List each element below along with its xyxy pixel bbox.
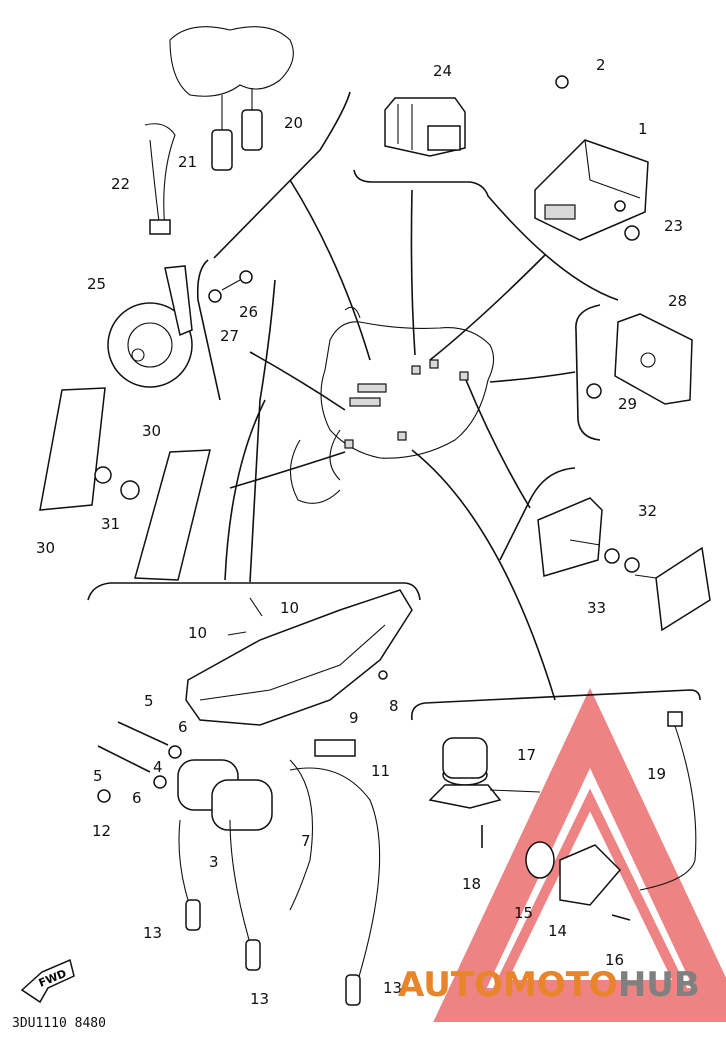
part-22-wire-lead — [144, 123, 176, 235]
callout-19: 19 — [647, 765, 666, 783]
part-33-nuts — [604, 548, 640, 573]
callout-6a: 6 — [178, 718, 188, 736]
fwd-arrow-icon: FWD — [20, 958, 75, 1004]
callout-26: 26 — [239, 303, 258, 321]
part-12-clip — [97, 789, 111, 803]
callout-2: 2 — [596, 56, 606, 74]
callout-31: 31 — [101, 515, 120, 533]
callout-17: 17 — [517, 746, 536, 764]
part-30-side-covers — [39, 387, 211, 581]
part-6-washers — [153, 745, 182, 789]
callout-14: 14 — [548, 922, 567, 940]
callout-23: 23 — [664, 217, 683, 235]
part-5-bolts — [97, 721, 169, 773]
part-19-sensor-lead — [639, 711, 697, 891]
watermark-logo — [433, 687, 726, 1022]
part-26-27-bolt-washer — [208, 270, 253, 303]
frame-mount-a — [357, 383, 387, 393]
callout-8: 8 — [389, 697, 399, 715]
callout-20: 20 — [284, 114, 303, 132]
callout-29: 29 — [618, 395, 637, 413]
part-29-nut — [586, 383, 602, 399]
diagram-reference-code: 3DU1110 8480 — [12, 1016, 106, 1031]
callout-30a: 30 — [142, 422, 161, 440]
watermark-brand-prefix: AUTOMOTO — [398, 965, 618, 1005]
frame-mount-b — [349, 397, 381, 407]
callout-32: 32 — [638, 502, 657, 520]
callout-labels: 1 2 3 4 5 5 6 6 7 8 9 10 10 11 12 13 13 … — [36, 56, 687, 1008]
part-15-gasket — [525, 841, 555, 879]
group-brackets — [87, 91, 701, 721]
callout-9: 9 — [349, 709, 359, 727]
part-17-sensor — [428, 737, 541, 809]
callout-27: 27 — [220, 327, 239, 345]
callout-11: 11 — [371, 762, 390, 780]
callout-30b: 30 — [36, 539, 55, 557]
part-23-nut — [624, 225, 640, 241]
callout-10b: 10 — [188, 624, 207, 642]
part-13-spark-plug-caps — [178, 759, 381, 1006]
callout-1: 1 — [638, 120, 648, 138]
callout-13c: 13 — [383, 979, 402, 997]
callout-28: 28 — [668, 292, 687, 310]
part-16-screw — [611, 914, 631, 921]
part-4-ignition-coil — [177, 759, 273, 831]
callout-21: 21 — [178, 153, 197, 171]
leader-lines — [229, 179, 576, 701]
part-1-cdi-unit — [534, 139, 649, 241]
part-31-grommets — [94, 466, 140, 500]
callout-16: 16 — [605, 951, 624, 969]
callout-25: 25 — [87, 275, 106, 293]
callout-5a: 5 — [144, 692, 154, 710]
central-frame — [289, 306, 495, 504]
part-8-screw — [378, 670, 388, 680]
part-32-reflectors — [537, 497, 711, 632]
part-24-relay — [384, 97, 466, 157]
callout-3: 3 — [209, 853, 219, 871]
watermark-brand-suffix: HUB — [618, 965, 700, 1005]
callout-6b: 6 — [132, 789, 142, 807]
callout-7: 7 — [301, 832, 311, 850]
callout-5b: 5 — [93, 767, 103, 785]
part-10-bolts — [227, 597, 263, 636]
part-25-horn — [107, 265, 193, 388]
callout-13b: 13 — [250, 990, 269, 1008]
callout-15: 15 — [514, 904, 533, 922]
part-20-21-switches — [169, 26, 294, 171]
part-2-screw — [555, 75, 569, 89]
part-28-reflector — [614, 313, 693, 405]
callout-12: 12 — [92, 822, 111, 840]
callout-4: 4 — [153, 758, 163, 776]
callout-10a: 10 — [280, 599, 299, 617]
part-9-bracket — [185, 589, 413, 726]
part-14-cover — [559, 844, 622, 906]
callout-13a: 13 — [143, 924, 162, 942]
callout-33: 33 — [587, 599, 606, 617]
watermark-text: AUTOMOTOHUB — [398, 965, 700, 1005]
callout-22: 22 — [111, 175, 130, 193]
callout-24: 24 — [433, 62, 452, 80]
part-11-connector — [314, 739, 356, 757]
callout-18: 18 — [462, 875, 481, 893]
